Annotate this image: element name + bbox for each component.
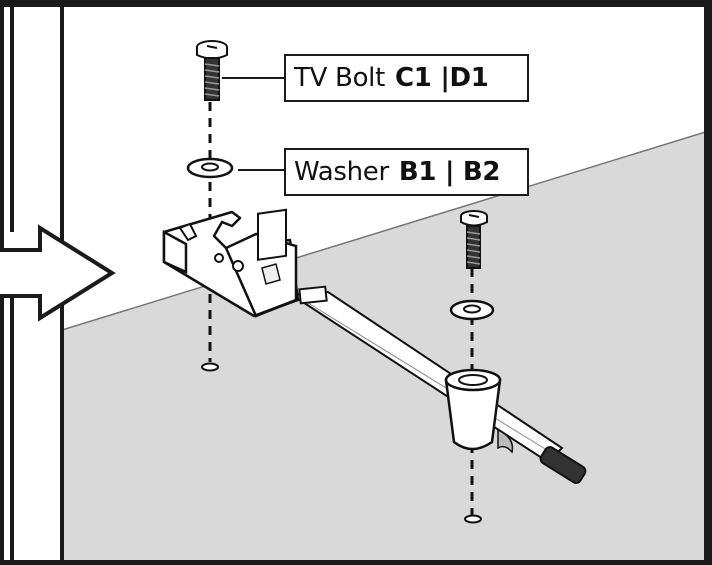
bolt-icon (196, 40, 228, 101)
washer-label: Washer B1 | B2 (284, 148, 529, 196)
washer-icon (186, 157, 234, 179)
drill-hole-right (464, 514, 482, 524)
bolt-label-code: C1 |D1 (395, 63, 489, 93)
bolt-label: TV Bolt C1 |D1 (284, 54, 529, 102)
bolt-icon-right (460, 210, 488, 269)
drill-hole-left (201, 362, 219, 372)
washer-icon-right (449, 299, 495, 321)
washer-label-name: Washer (294, 157, 389, 187)
bracket-icon (162, 208, 300, 318)
floor-edge (61, 129, 712, 331)
washer-label-code: B1 | B2 (398, 157, 501, 187)
anchor-icon (444, 368, 502, 451)
bolt-label-name: TV Bolt (294, 63, 385, 93)
direction-arrow-icon (0, 224, 116, 322)
